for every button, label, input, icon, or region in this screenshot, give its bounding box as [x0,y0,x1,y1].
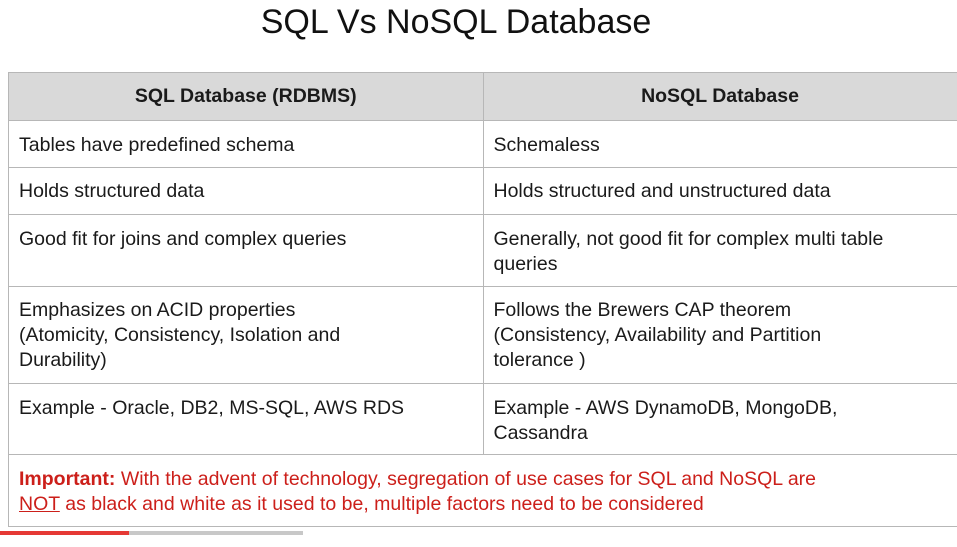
sql-cell: Example - Oracle, DB2, MS-SQL, AWS RDS [9,383,484,455]
header-sql: SQL Database (RDBMS) [9,73,484,121]
cell-text: (Consistency, Availability and Partition [493,324,822,346]
cell-text: (Atomicity, Consistency, Isolation and [19,324,341,346]
important-note-row: Important: With the advent of technology… [9,454,957,527]
comparison-table: SQL Database (RDBMS) NoSQL Database Tabl… [9,73,957,527]
cell-text: Follows the Brewers CAP theorem [493,299,792,321]
cell-text: Holds structured data [19,180,205,202]
nosql-cell: Example - AWS DynamoDB, MongoDB, Cassand… [483,383,957,455]
slide-title: SQL Vs NoSQL Database [260,3,652,41]
video-progress-bar[interactable] [0,531,957,535]
progress-played [0,531,130,535]
table-row: Tables have predefined schema Schemaless [9,120,957,168]
nosql-cell: Holds structured and unstructured data [483,167,957,215]
table-row: Holds structured data Holds structured a… [9,167,957,215]
cell-text: Durability) [19,349,107,371]
sql-cell: Holds structured data [9,167,484,215]
table-row: Example - Oracle, DB2, MS-SQL, AWS RDS E… [9,383,957,455]
cell-text: Cassandra [493,422,588,444]
cell-text: queries [493,253,558,275]
cell-text: Emphasizes on ACID properties [19,299,296,321]
important-note: Important: With the advent of technology… [9,454,957,527]
note-text-line2: as black and white as it used to be, mul… [59,493,704,515]
note-text-line1: With the advent of technology, segregati… [115,468,817,490]
header-nosql: NoSQL Database [483,73,957,121]
comparison-table-wrapper: SQL Database (RDBMS) NoSQL Database Tabl… [8,72,957,527]
sql-cell: Emphasizes on ACID properties (Atomicity… [9,286,484,384]
table-header-row: SQL Database (RDBMS) NoSQL Database [9,73,957,121]
cell-text: Tables have predefined schema [19,134,295,156]
cell-text: Example - Oracle, DB2, MS-SQL, AWS RDS [19,397,405,419]
progress-buffered [0,531,304,535]
sql-cell: Good fit for joins and complex queries [9,214,484,287]
cell-text: Generally, not good fit for complex mult… [493,228,884,250]
not-emphasis: NOT [19,493,60,515]
important-label: Important: [19,468,116,490]
nosql-cell: Schemaless [483,120,957,168]
table-row: Emphasizes on ACID properties (Atomicity… [9,286,957,384]
nosql-cell: Generally, not good fit for complex mult… [483,214,957,287]
cell-text: tolerance ) [493,349,586,371]
cell-text: Good fit for joins and complex queries [19,228,347,250]
cell-text: Example - AWS DynamoDB, MongoDB, [493,397,838,419]
sql-cell: Tables have predefined schema [9,120,484,168]
nosql-cell: Follows the Brewers CAP theorem (Consist… [483,286,957,384]
cell-text: Schemaless [493,134,600,156]
cell-text: Holds structured and unstructured data [493,180,831,202]
table-row: Good fit for joins and complex queries G… [9,214,957,287]
